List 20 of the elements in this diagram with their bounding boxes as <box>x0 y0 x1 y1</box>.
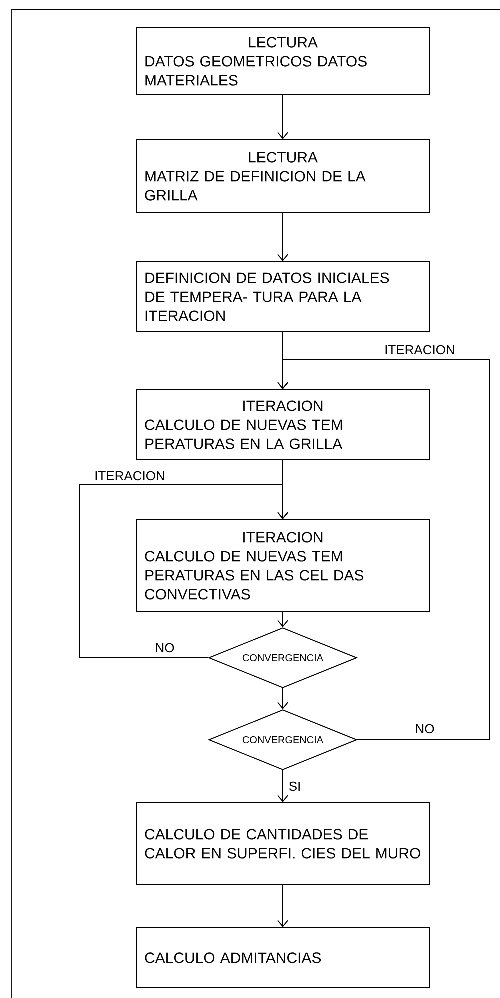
edge-label: NO <box>154 642 176 654</box>
process-box: LECTURA DATOS GEOMETRICOS DATOS MATERIALES <box>136 28 430 96</box>
process-box: ITERACION CALCULO DE NUEVAS TEM PERATURAS EN LA GRILLA <box>136 390 430 460</box>
arrow <box>278 213 288 262</box>
arrow <box>278 885 288 928</box>
arrow <box>278 95 288 140</box>
process-box: DEFINICION DE DATOS INICIALES DE TEMPERA- TURA PARA LA ITERACION <box>136 262 430 332</box>
loop-label: ITERACION <box>94 470 166 482</box>
process-box: CALCULO ADMITANCIAS <box>136 928 430 988</box>
loop-label: ITERACION <box>384 344 456 356</box>
arrow <box>278 688 288 710</box>
process-box: LECTURA MATRIZ DE DEFINICION DE LA GRILLA <box>136 140 430 214</box>
arrow <box>278 612 288 628</box>
arrow <box>278 770 288 802</box>
arrow <box>278 360 490 740</box>
edge-label: SI <box>288 780 302 792</box>
edge-label: NO <box>414 723 436 735</box>
process-box: CALCULO DE CANTIDADES DE CALOR EN SUPERFI. CIES DEL MURO <box>136 802 430 886</box>
process-box: ITERACION CALCULO DE NUEVAS TEM PERATURAS EN LAS CEL DAS CONVECTIVAS <box>136 520 430 612</box>
arrow <box>80 484 288 658</box>
